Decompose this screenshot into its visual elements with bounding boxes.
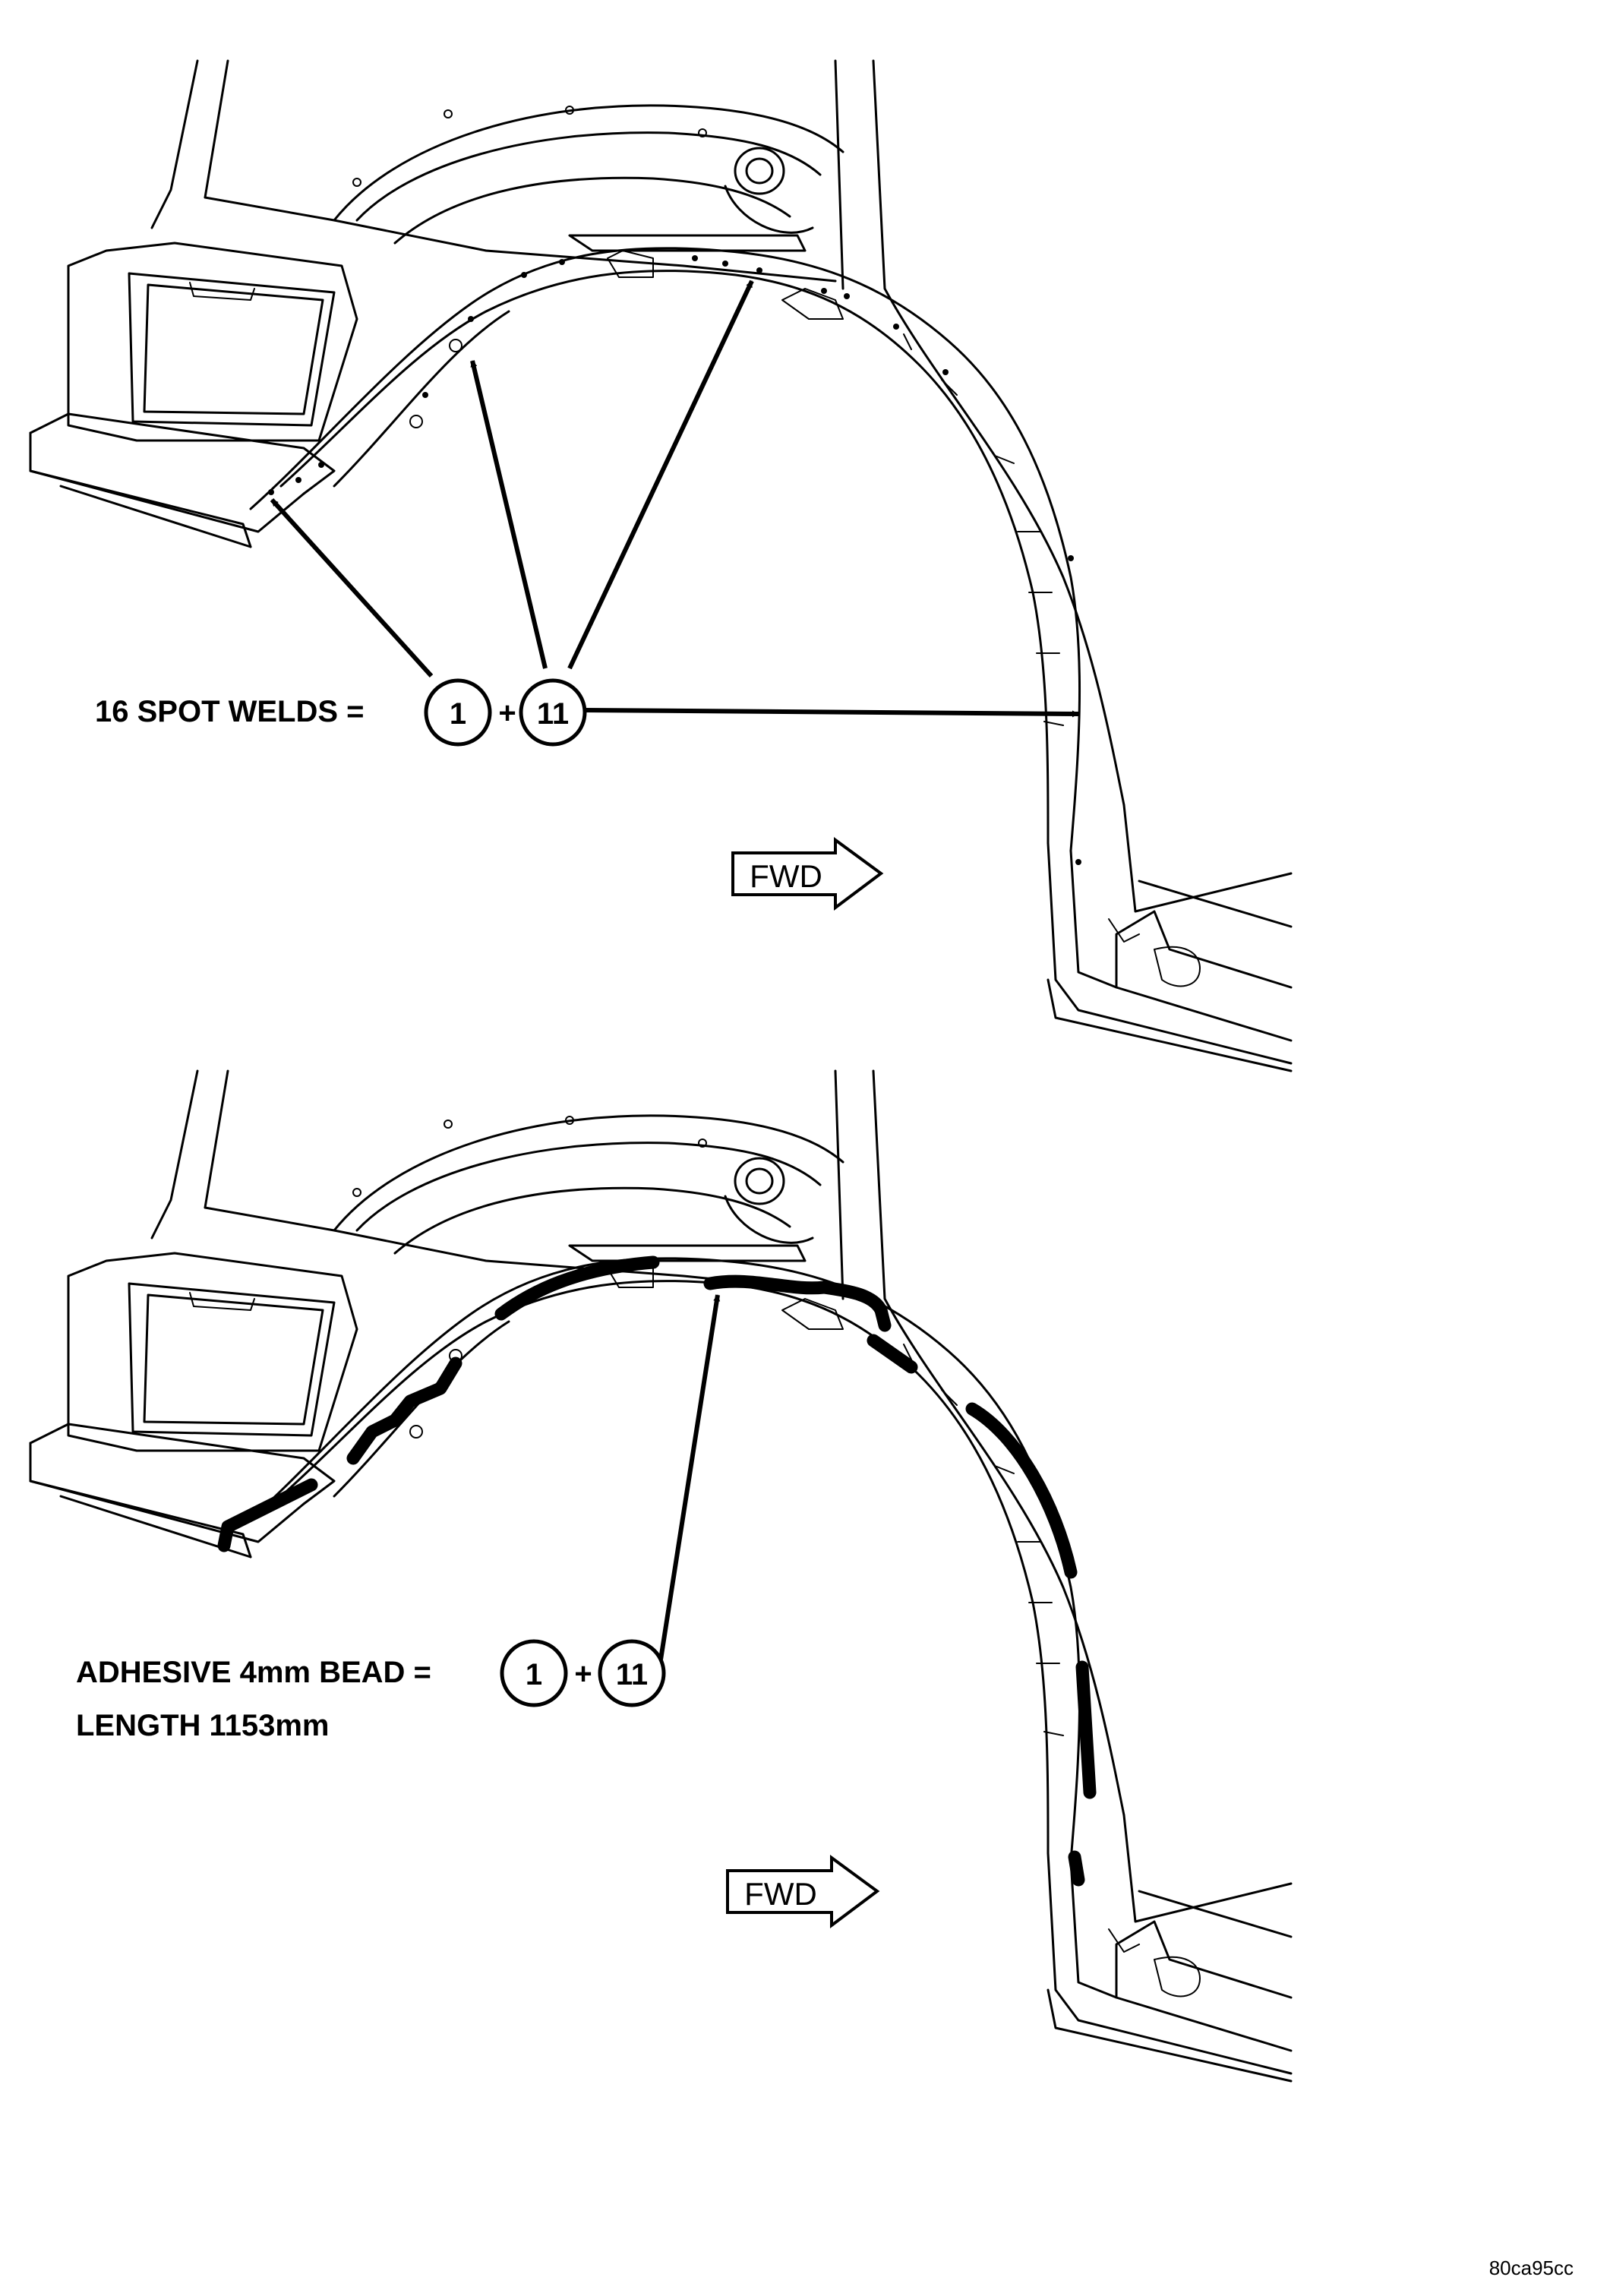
part-number-b: 11 [537, 697, 569, 731]
part-number-circle [424, 678, 492, 747]
body-structure-drawing [29, 59, 1293, 1072]
body-structure-drawing [29, 1069, 1293, 2083]
forward-label: FWD [750, 858, 822, 894]
plus-sign: + [498, 696, 516, 730]
figure-id: 80ca95cc [1489, 2257, 1574, 2279]
part-number-circle [598, 1639, 666, 1707]
spot-weld-callout: 16 SPOT WELDS = 1 + 11 [95, 678, 587, 747]
part-number-circle [500, 1639, 568, 1707]
adhesive-bead-segments [217, 1255, 1097, 1887]
forward-direction-arrow: FWD [731, 837, 884, 911]
part-number-a: 1 [526, 1658, 542, 1691]
part-number-circle [519, 678, 587, 747]
forward-label: FWD [744, 1876, 817, 1912]
adhesive-bead-label: ADHESIVE 4mm BEAD = [76, 1656, 431, 1689]
part-number-b: 11 [616, 1658, 648, 1691]
adhesive-bead-callout: ADHESIVE 4mm BEAD = 1 + 11 LENGTH 1153mm [76, 1639, 666, 1742]
plus-sign: + [574, 1657, 592, 1691]
forward-direction-arrow: FWD [726, 1855, 880, 1928]
part-number-a: 1 [450, 697, 466, 731]
adhesive-bead-view: ADHESIVE 4mm BEAD = 1 + 11 LENGTH 1153mm… [29, 1069, 1293, 2083]
bead-length-label: LENGTH 1153mm [76, 1709, 329, 1742]
spot-weld-view: 16 SPOT WELDS = 1 + 11 FWD [29, 59, 1293, 1072]
spot-weld-leaders [270, 279, 1079, 718]
adhesive-bead-leader [658, 1294, 721, 1660]
spot-weld-label: 16 SPOT WELDS = [95, 695, 365, 728]
